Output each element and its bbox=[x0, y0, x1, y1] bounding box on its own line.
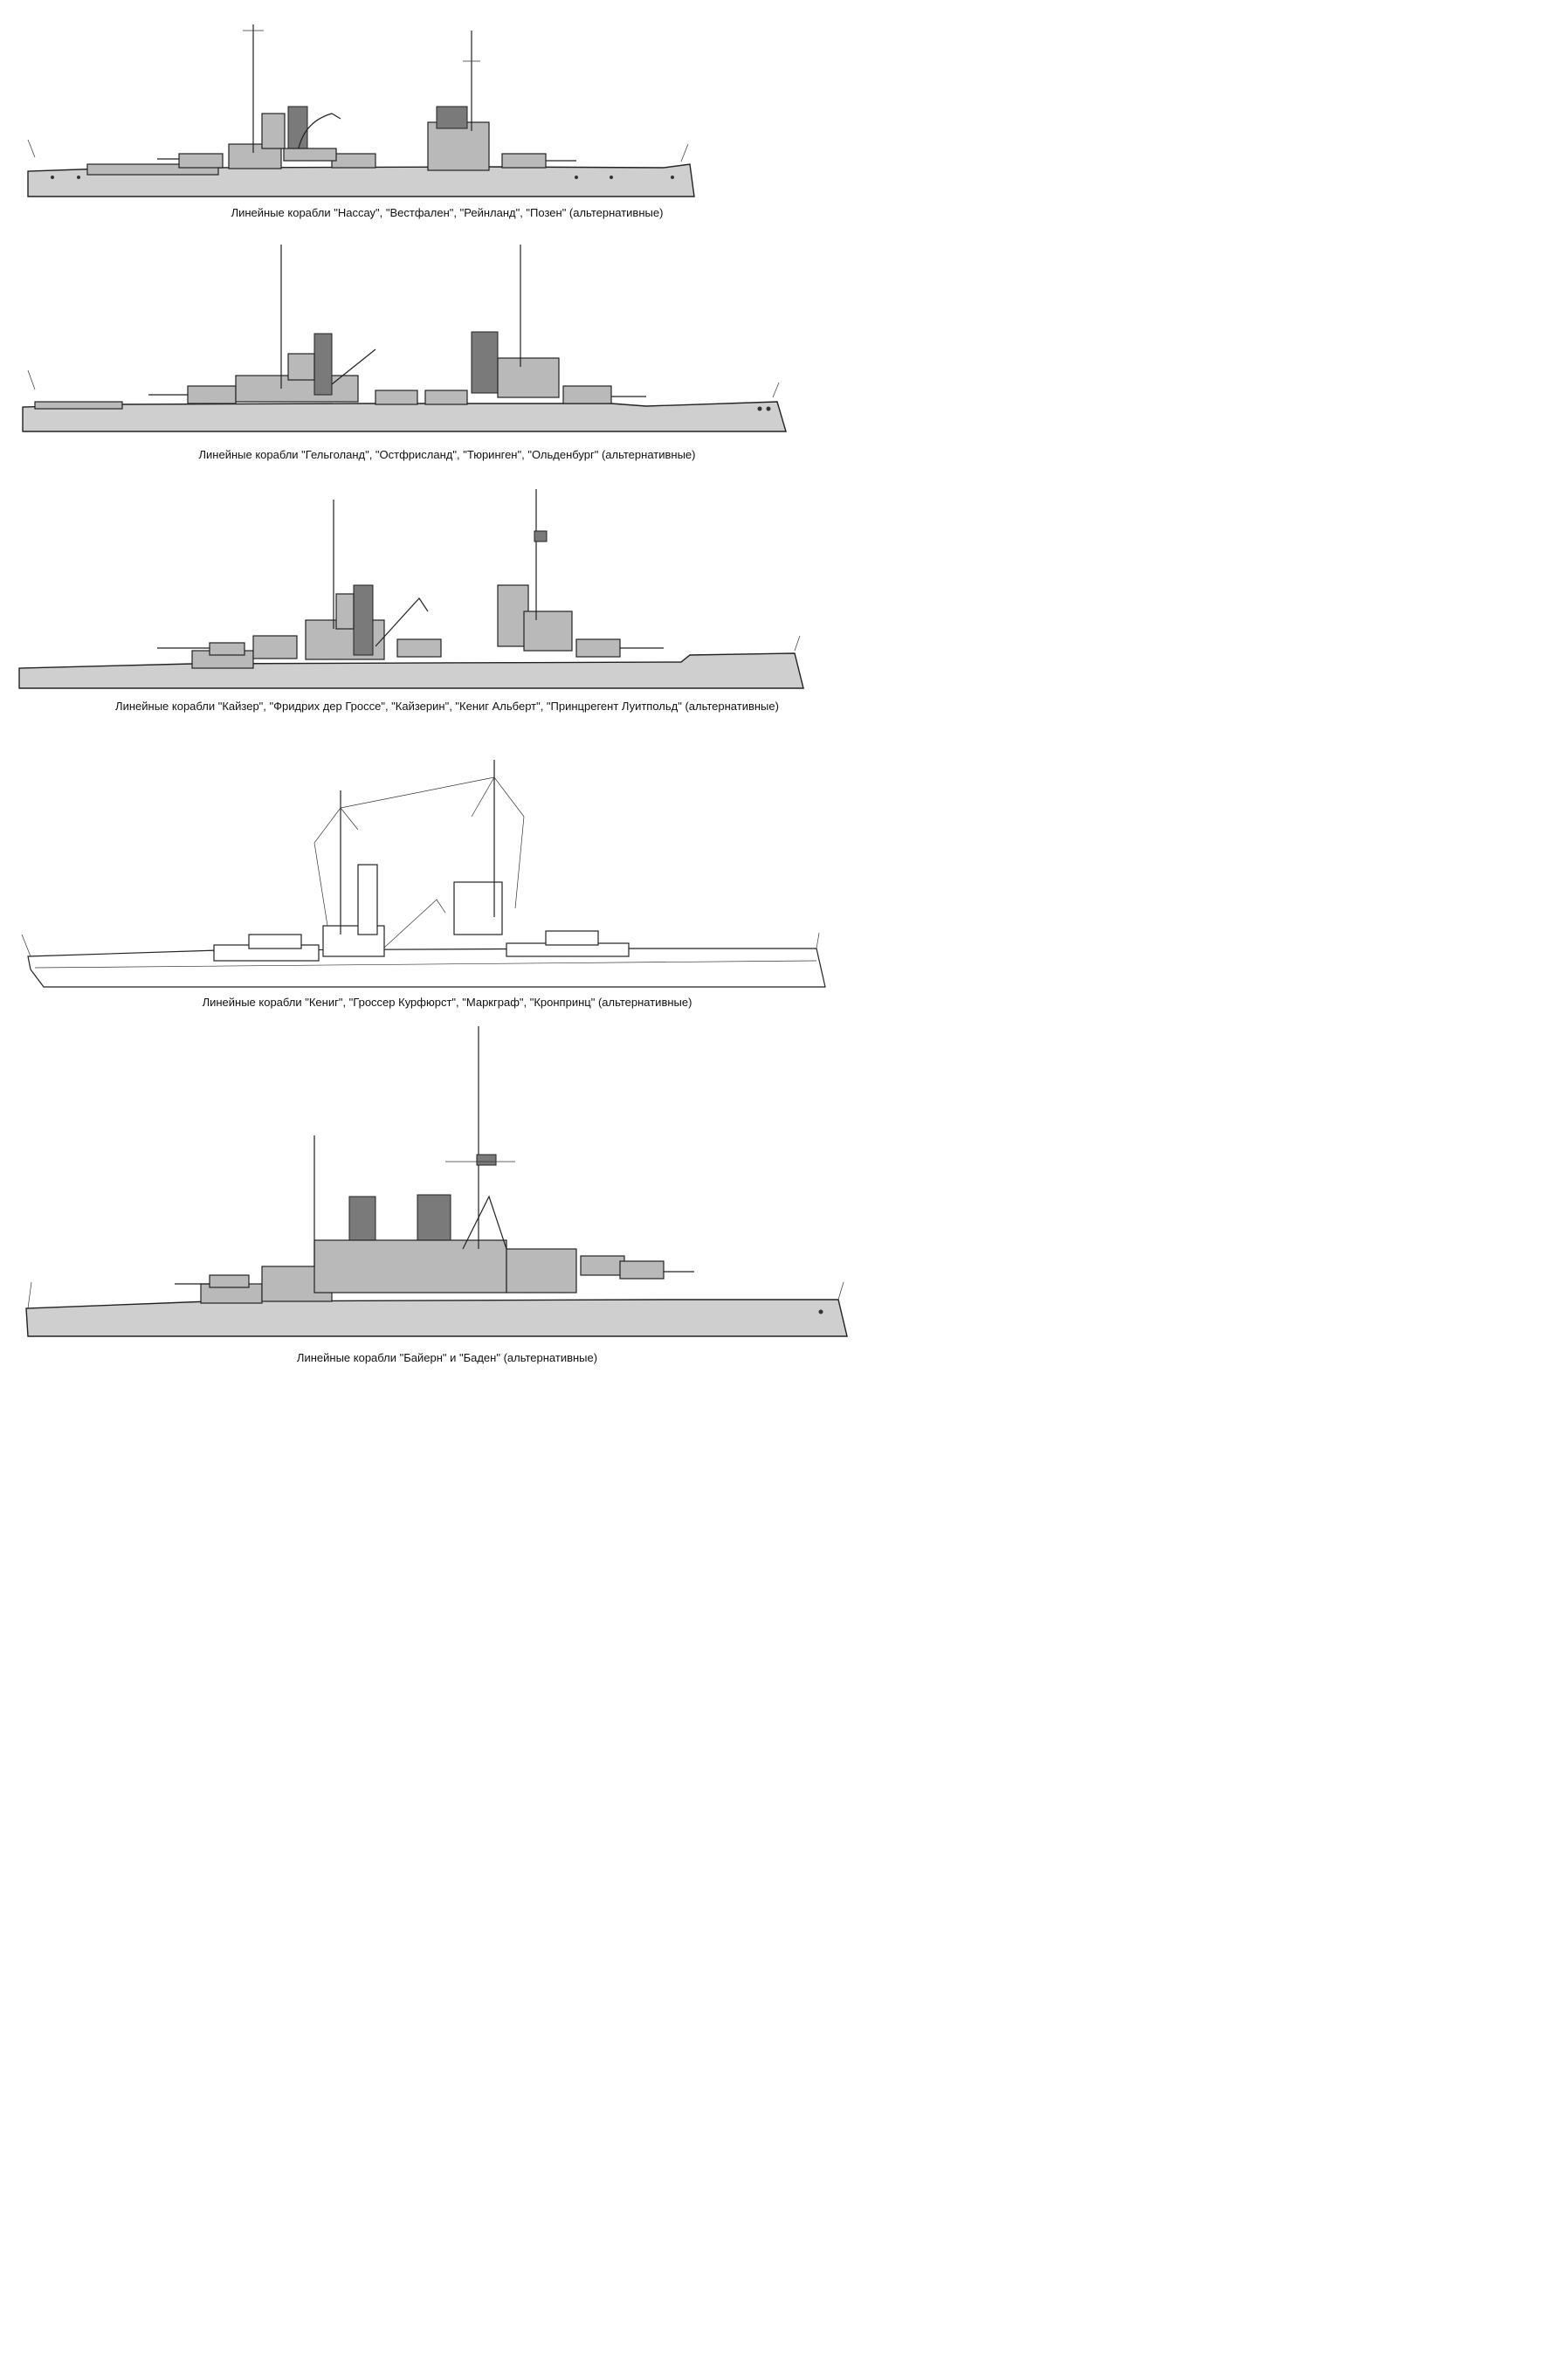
ship-plate-helgoland: Линейные корабли "Гельголанд", "Остфрисл… bbox=[0, 236, 894, 467]
battleship-drawing-nassau bbox=[27, 24, 695, 197]
ship-plate-koenig: Линейные корабли "Кениг", "Гроссер Курфю… bbox=[0, 742, 894, 1018]
caption-nassau: Линейные корабли "Нассау", "Вестфален", … bbox=[231, 206, 664, 219]
battleship-drawing-kaiser bbox=[18, 489, 804, 689]
caption-bayern: Линейные корабли "Байерн" и "Баден" (аль… bbox=[296, 1351, 598, 1364]
battleship-drawing-bayern bbox=[25, 1026, 848, 1337]
caption-koenig: Линейные корабли "Кениг", "Гроссер Курфю… bbox=[202, 996, 692, 1009]
battleship-drawing-koenig bbox=[21, 760, 826, 988]
ship-plate-kaiser: Линейные корабли "Кайзер", "Фридрих дер … bbox=[0, 489, 894, 721]
caption-kaiser: Линейные корабли "Кайзер", "Фридрих дер … bbox=[115, 700, 779, 713]
ship-plate-nassau: Линейные корабли "Нассау", "Вестфален", … bbox=[0, 0, 894, 231]
battleship-drawing-helgoland bbox=[22, 245, 787, 432]
ship-plate-bayern: Линейные корабли "Байерн" и "Баден" (аль… bbox=[0, 1022, 894, 1376]
caption-helgoland: Линейные корабли "Гельголанд", "Остфрисл… bbox=[198, 448, 696, 461]
